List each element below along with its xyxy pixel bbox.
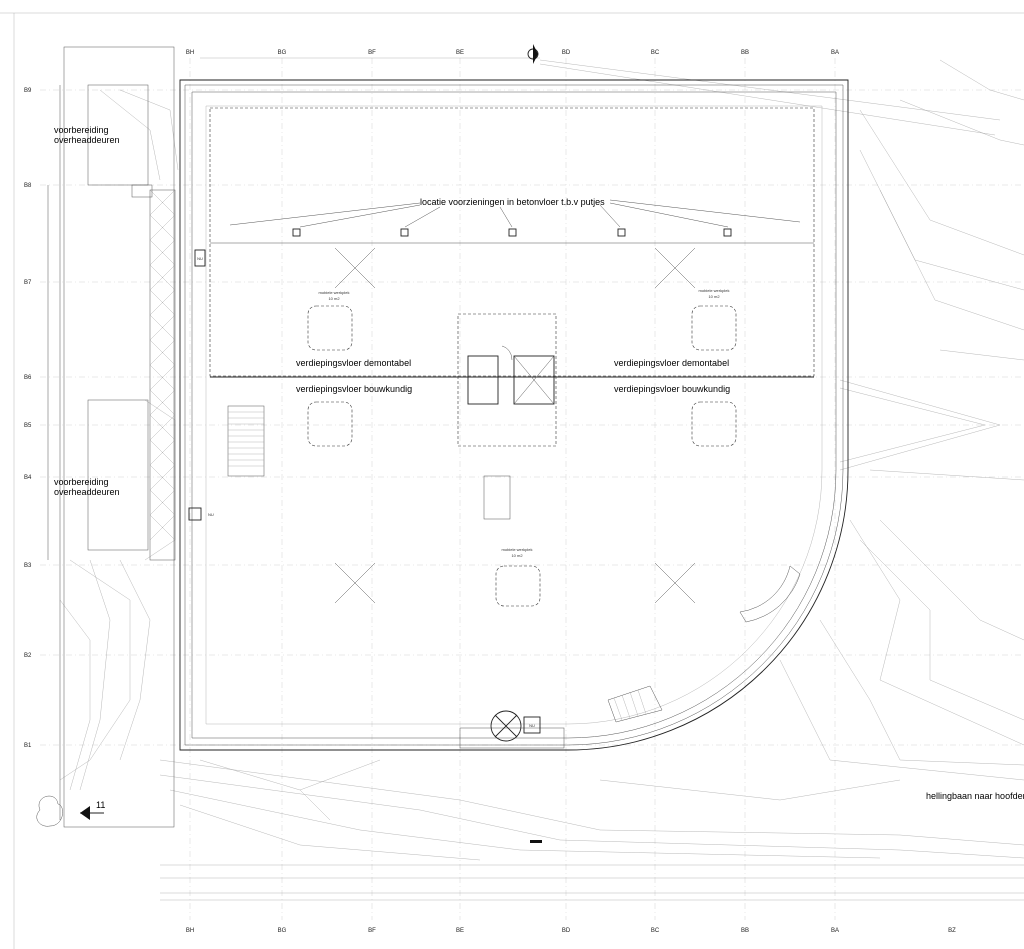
workspace-title: mobiele werkplek	[319, 290, 350, 295]
axis-label-bottom: BF	[368, 928, 376, 934]
building-outline	[179, 79, 849, 751]
axis-label-bottom: BE	[456, 928, 464, 934]
prep-doors-label: overheaddeuren	[54, 135, 120, 145]
axis-label-top: BA	[831, 50, 839, 56]
drawing-frame	[0, 12, 1024, 949]
workspace-area: 10 m2	[708, 294, 720, 299]
north-arrow	[527, 44, 539, 64]
axis-label-bottom: BD	[562, 928, 571, 934]
axis-label-row: B7	[24, 280, 32, 286]
axis-label-bottom: BC	[651, 928, 660, 934]
terrain-contours	[59, 57, 1024, 861]
axis-label-top: BD	[562, 50, 571, 56]
floor-demountable-label: verdiepingsvloer demontabel	[614, 358, 729, 368]
workspace-labels: mobiele werkplek 10 m2 mobiele werkplek …	[319, 288, 730, 558]
south-entrance	[459, 710, 565, 843]
axis-label-bottom: BH	[186, 928, 194, 934]
axis-label-row: B9	[24, 88, 32, 94]
axis-label-top: BC	[651, 50, 660, 56]
mezzanine-boundary	[209, 107, 815, 378]
prep-doors-label: overheaddeuren	[54, 487, 120, 497]
axis-label-top: BE	[456, 50, 464, 56]
column-axis-top: BH BG BF BE BD BC BB BA	[186, 50, 839, 56]
stairs	[227, 405, 801, 723]
grid-lines	[40, 58, 1024, 920]
axis-label-row: B5	[24, 423, 32, 429]
floor-structural-label: verdiepingsvloer bouwkundig	[296, 384, 412, 394]
floor-structural-label: verdiepingsvloer bouwkundig	[614, 384, 730, 394]
axis-label-bottom: BZ	[948, 928, 956, 934]
dimension-lines	[160, 864, 1024, 901]
axis-label-row: B3	[24, 563, 32, 569]
nu-label: NU	[208, 512, 214, 517]
axis-label-top: BB	[741, 50, 749, 56]
prep-doors-label: voorbereiding	[54, 125, 109, 135]
axis-label-top: BF	[368, 50, 376, 56]
workspace-area: 10 m2	[328, 296, 340, 301]
provisions-label: locatie voorzieningen in betonvloer t.b.…	[420, 197, 605, 207]
workstation-footprints	[307, 305, 737, 607]
row-axis: B9 B8 B7 B6 B5 B4 B3 B2 B1	[24, 88, 32, 749]
axis-label-row: B4	[24, 475, 32, 481]
axis-label-row: B6	[24, 375, 32, 381]
section-marker-label: 11	[96, 800, 105, 810]
column-markers	[334, 247, 696, 604]
floor-demountable-label: verdiepingsvloer demontabel	[296, 358, 411, 368]
axis-label-row: B2	[24, 653, 32, 659]
axis-label-row: B8	[24, 183, 32, 189]
axis-label-row: B1	[24, 743, 32, 749]
workspace-title: mobiele werkplek	[502, 547, 533, 552]
workspace-area: 10 m2	[511, 553, 523, 558]
nu-label: NU	[197, 256, 203, 261]
column-axis-bottom: BH BG BF BE BD BC BB BA BZ	[186, 928, 956, 934]
axis-label-bottom: BB	[741, 928, 749, 934]
prep-doors-label: voorbereiding	[54, 477, 109, 487]
central-core	[457, 313, 557, 447]
ramp-label: hellingbaan naar hoofdentree	[926, 791, 1024, 801]
axis-label-bottom: BG	[278, 928, 287, 934]
axis-label-bottom: BA	[831, 928, 839, 934]
provision-markers	[210, 199, 814, 244]
section-marker: 11	[36, 795, 105, 827]
axis-label-top: BG	[278, 50, 287, 56]
axis-label-top: BH	[186, 50, 194, 56]
annotation-labels: voorbereiding overheaddeuren voorbereidi…	[54, 125, 1024, 801]
west-facade	[47, 46, 176, 828]
nu-markers: NU NU NU	[188, 249, 541, 734]
workspace-title: mobiele werkplek	[699, 288, 730, 293]
nu-label: NU	[529, 723, 535, 728]
